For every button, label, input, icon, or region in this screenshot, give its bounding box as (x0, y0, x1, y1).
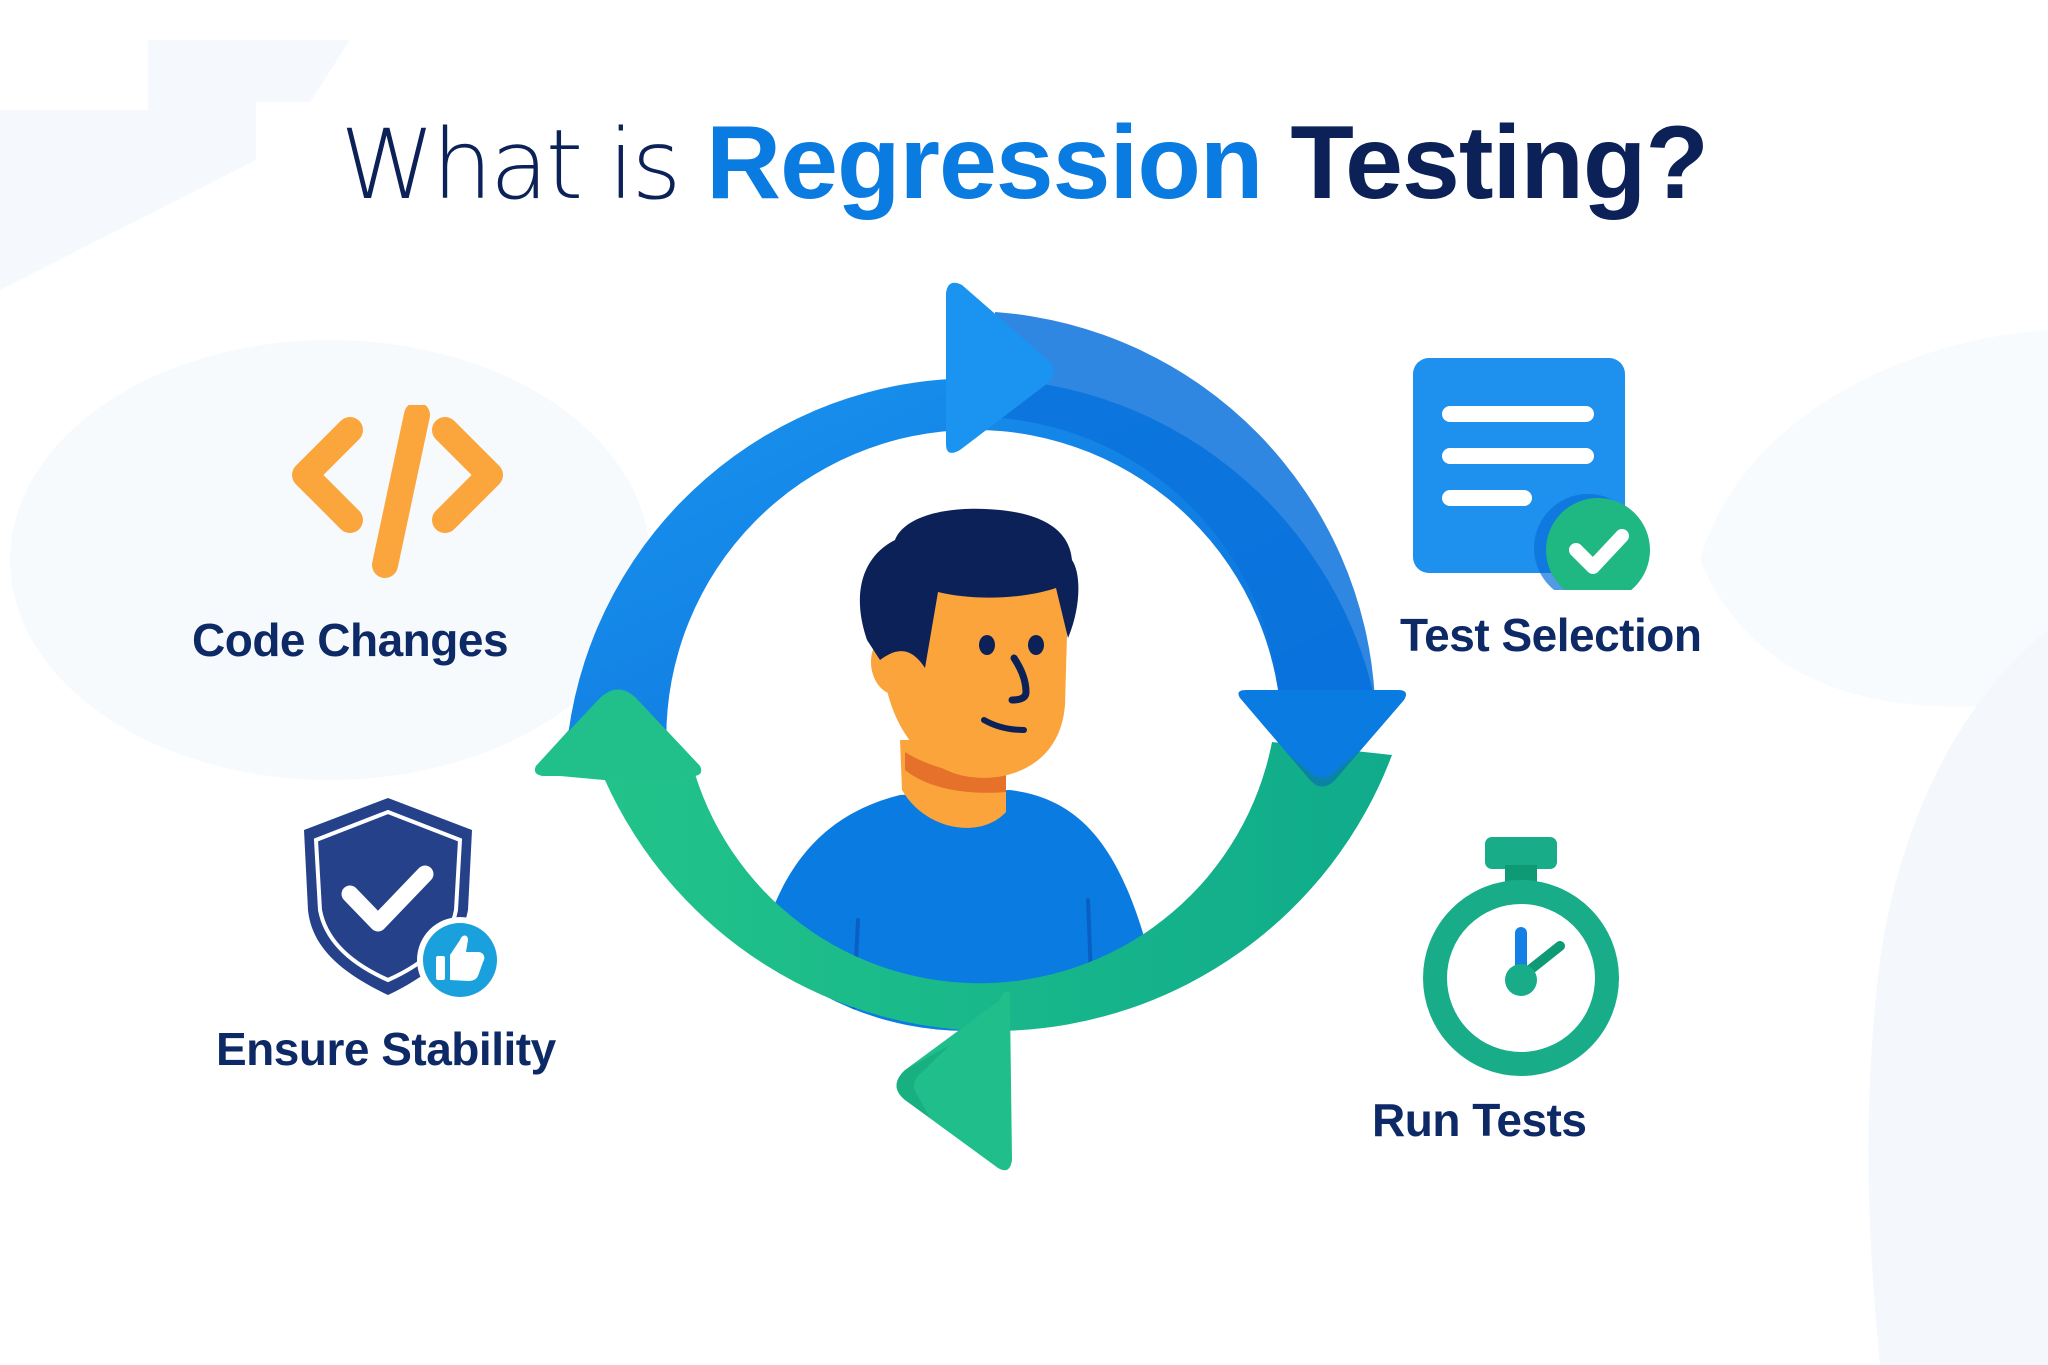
page-title: What is Regression Testing? (0, 98, 2048, 230)
code-brackets-icon (292, 405, 503, 578)
document-check-icon (1413, 358, 1650, 590)
cycle-arc-blue (565, 282, 1406, 787)
title-regression: Regression (706, 105, 1263, 221)
step-label-run-tests: Run Tests (1372, 1094, 1587, 1146)
step-code-changes: Code Changes (190, 400, 570, 680)
shield-check-icon (304, 798, 503, 1000)
stopwatch-icon (1423, 837, 1619, 1076)
person-hair (859, 508, 1079, 668)
step-test-selection: Test Selection (1380, 340, 1760, 680)
title-testing: Testing? (1262, 105, 1709, 221)
arrowhead-down-icon (1238, 690, 1406, 787)
step-label-test-selection: Test Selection (1400, 609, 1702, 661)
step-label-ensure-stability: Ensure Stability (216, 1023, 556, 1075)
step-run-tests: Run Tests (1370, 820, 1670, 1160)
title-what-is: What is (340, 109, 707, 221)
arrowhead-left-icon (896, 991, 1012, 1171)
arrowhead-right-icon (946, 282, 1054, 453)
step-ensure-stability: Ensure Stability (210, 780, 630, 1090)
step-label-code-changes: Code Changes (192, 614, 509, 666)
